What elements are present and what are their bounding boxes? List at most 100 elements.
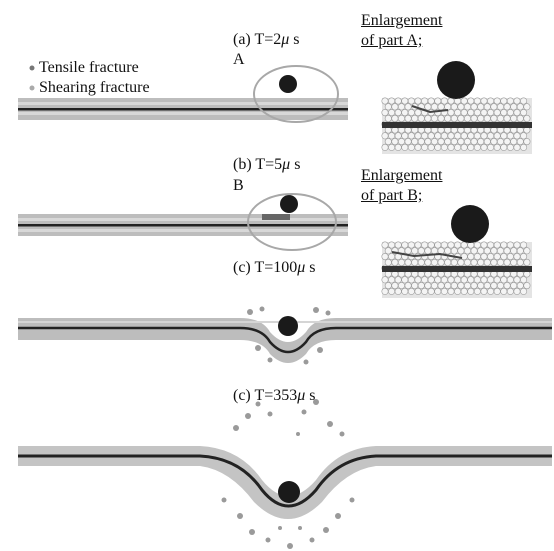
lattice-atom bbox=[514, 288, 520, 294]
enlargement-a-lattice bbox=[382, 98, 532, 154]
strip-c353 bbox=[18, 399, 552, 549]
lattice-atom bbox=[438, 248, 444, 254]
panel-c353-time: (c) T=353μ s bbox=[233, 387, 316, 405]
lattice-atom bbox=[524, 248, 530, 254]
panel-a-mu: μ bbox=[281, 31, 289, 48]
lattice-atom bbox=[438, 104, 444, 110]
lattice-atom bbox=[431, 259, 437, 265]
panel-b-unit: s bbox=[294, 156, 300, 173]
panel-b-mu: μ bbox=[282, 156, 290, 173]
lattice-atom bbox=[412, 248, 418, 254]
lattice-atom bbox=[464, 282, 470, 288]
lattice-atom bbox=[464, 115, 470, 121]
lattice-atom bbox=[511, 104, 517, 110]
lattice-atom bbox=[412, 282, 418, 288]
lattice-atom bbox=[494, 242, 500, 248]
lattice-atom bbox=[428, 144, 434, 150]
lattice-atom bbox=[448, 242, 454, 248]
lattice-atom bbox=[418, 259, 424, 265]
lattice-atom bbox=[454, 144, 460, 150]
lattice-atom bbox=[425, 282, 431, 288]
lattice-atom bbox=[514, 277, 520, 283]
lattice-atom bbox=[501, 133, 507, 139]
lattice-atom bbox=[454, 288, 460, 294]
lattice-atom bbox=[435, 288, 441, 294]
lattice-atom bbox=[451, 248, 457, 254]
panel-a-unit: s bbox=[293, 31, 299, 48]
lattice-atom bbox=[448, 109, 454, 115]
lattice-atom bbox=[438, 282, 444, 288]
legend-shearing-label: Shearing fracture bbox=[39, 79, 150, 97]
lattice-atom bbox=[445, 138, 451, 144]
lattice-atom bbox=[425, 138, 431, 144]
lattice-atom bbox=[415, 109, 421, 115]
enlargement-b-title-1: Enlargement bbox=[361, 167, 442, 185]
lattice-atom bbox=[402, 277, 408, 283]
lattice-atom bbox=[382, 277, 388, 283]
lattice-atom bbox=[461, 277, 467, 283]
lattice-atom bbox=[507, 253, 513, 259]
lattice-atom bbox=[504, 104, 510, 110]
lattice-atom bbox=[441, 277, 447, 283]
panel-b-prefix: (b) T=5 bbox=[233, 156, 282, 173]
lattice-atom bbox=[517, 259, 523, 265]
lattice-atom bbox=[487, 144, 493, 150]
lattice-atom bbox=[481, 144, 487, 150]
lattice-atom bbox=[497, 282, 503, 288]
lattice-atom bbox=[405, 115, 411, 121]
lattice-atom bbox=[418, 248, 424, 254]
lattice-atom bbox=[428, 242, 434, 248]
lattice-atom bbox=[382, 242, 388, 248]
panel-c353-prefix: (c) T=353 bbox=[233, 387, 297, 404]
lattice-atom bbox=[484, 248, 490, 254]
lattice-atom bbox=[481, 98, 487, 104]
lattice-atom bbox=[494, 144, 500, 150]
lattice-atom bbox=[468, 109, 474, 115]
lattice-atom bbox=[408, 98, 414, 104]
lattice-atom bbox=[402, 133, 408, 139]
lattice-atom bbox=[511, 282, 517, 288]
lattice-atom bbox=[468, 144, 474, 150]
lattice-atom bbox=[385, 138, 391, 144]
lattice-atom bbox=[491, 104, 497, 110]
lattice-atom bbox=[524, 104, 530, 110]
lattice-atom bbox=[487, 242, 493, 248]
lattice-atom bbox=[504, 282, 510, 288]
lattice-atom bbox=[388, 133, 394, 139]
lattice-atom bbox=[471, 115, 477, 121]
lattice-atom bbox=[501, 144, 507, 150]
legend-tensile-label: Tensile fracture bbox=[39, 59, 139, 77]
lattice-atom bbox=[402, 242, 408, 248]
lattice-atom bbox=[395, 144, 401, 150]
lattice-atom bbox=[474, 253, 480, 259]
lattice-atom bbox=[408, 133, 414, 139]
lattice-atom bbox=[431, 248, 437, 254]
lattice-atom bbox=[408, 109, 414, 115]
lattice-atom bbox=[494, 253, 500, 259]
lattice-atom bbox=[511, 138, 517, 144]
lattice-atom bbox=[385, 259, 391, 265]
lattice-atom bbox=[392, 259, 398, 265]
lattice-atom bbox=[491, 115, 497, 121]
lattice-atom bbox=[504, 138, 510, 144]
lattice-atom bbox=[385, 104, 391, 110]
lattice-atom bbox=[517, 104, 523, 110]
lattice-atom bbox=[464, 104, 470, 110]
lattice-atom bbox=[487, 253, 493, 259]
lattice-atom bbox=[392, 115, 398, 121]
lattice-atom bbox=[398, 259, 404, 265]
lattice-atom bbox=[458, 138, 464, 144]
lattice-atom bbox=[468, 277, 474, 283]
lattice-atom bbox=[497, 138, 503, 144]
projectile-b-enlarged bbox=[451, 205, 489, 243]
tensile-marker-icon bbox=[30, 66, 35, 71]
lattice-atom bbox=[405, 104, 411, 110]
lattice-atom bbox=[438, 115, 444, 121]
lattice-atom bbox=[461, 253, 467, 259]
lattice-atom bbox=[408, 288, 414, 294]
lattice-atom bbox=[520, 242, 526, 248]
lattice-atom bbox=[474, 277, 480, 283]
lattice-atom bbox=[487, 98, 493, 104]
lattice-atom bbox=[415, 277, 421, 283]
